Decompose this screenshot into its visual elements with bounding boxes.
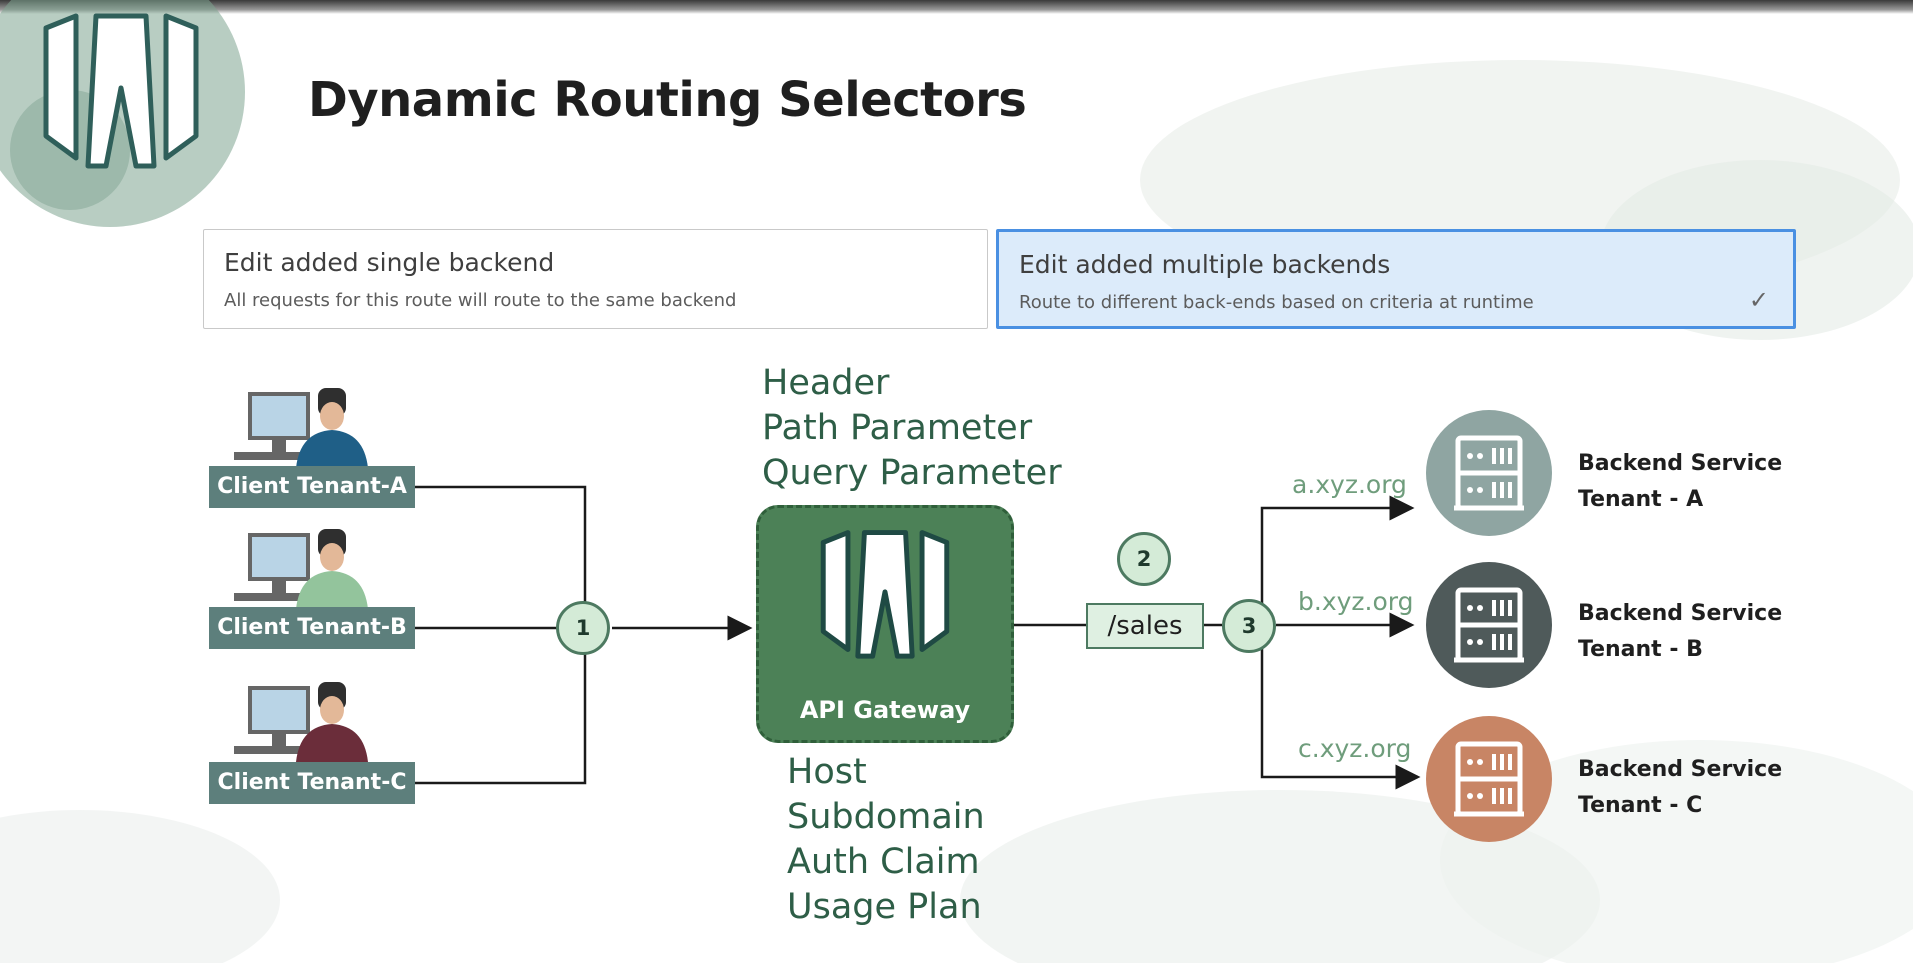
criterion-subdomain: Subdomain — [787, 797, 985, 837]
single-backend-option-card[interactable]: Edit added single backend All requests f… — [203, 229, 988, 329]
backend-label-line2: Tenant - B — [1578, 637, 1703, 662]
host-label-a: a.xyz.org — [1292, 470, 1407, 499]
backend-label-line1: Backend Service — [1578, 757, 1783, 782]
criterion-header: Header — [762, 363, 890, 403]
page-title: Dynamic Routing Selectors — [308, 72, 1027, 128]
criterion-path-parameter: Path Parameter — [762, 408, 1033, 448]
step-2-badge: 2 — [1117, 532, 1171, 586]
backend-label-a: Backend Service Tenant - A — [1578, 446, 1782, 518]
card-subtitle: Route to different back-ends based on cr… — [1019, 292, 1534, 313]
backend-label-c: Backend Service Tenant - C — [1578, 752, 1782, 824]
backend-label-line1: Backend Service — [1578, 451, 1783, 476]
criteria-list-top: Header Path Parameter Query Parameter — [762, 361, 1062, 496]
criterion-query-parameter: Query Parameter — [762, 453, 1062, 493]
backend-server-c-icon — [1426, 716, 1552, 842]
host-label-b: b.xyz.org — [1298, 587, 1414, 616]
backend-label-b: Backend Service Tenant - B — [1578, 596, 1782, 668]
api-gateway-logo-icon — [820, 530, 950, 659]
checkmark-icon: ✓ — [1748, 286, 1769, 314]
client-label: Client Tenant-A — [209, 466, 415, 508]
criterion-host: Host — [787, 752, 867, 792]
card-title: Edit added multiple backends — [1019, 250, 1391, 279]
client-label: Client Tenant-B — [209, 607, 415, 649]
criterion-auth-claim: Auth Claim — [787, 842, 980, 882]
criteria-list-bottom: Host Subdomain Auth Claim Usage Plan — [787, 750, 985, 930]
criterion-usage-plan: Usage Plan — [787, 887, 982, 927]
backend-server-a-icon — [1426, 410, 1552, 536]
card-subtitle: All requests for this route will route t… — [224, 290, 737, 311]
host-label-c: c.xyz.org — [1298, 734, 1412, 763]
gateway-label: API Gateway — [799, 696, 971, 724]
backend-label-line1: Backend Service — [1578, 601, 1783, 626]
client-label: Client Tenant-C — [209, 762, 415, 804]
top-shadow-bar — [0, 0, 1913, 14]
step-1-badge: 1 — [556, 601, 610, 655]
backend-server-b-icon — [1426, 562, 1552, 688]
multiple-backends-option-card[interactable]: Edit added multiple backends Route to di… — [996, 229, 1796, 329]
step-3-badge: 3 — [1222, 599, 1276, 653]
route-path-box: /sales — [1086, 603, 1204, 649]
api-gateway-node: API Gateway — [756, 505, 1014, 743]
backend-label-line2: Tenant - A — [1578, 487, 1704, 512]
backend-label-line2: Tenant - C — [1578, 793, 1703, 818]
card-title: Edit added single backend — [224, 248, 555, 277]
